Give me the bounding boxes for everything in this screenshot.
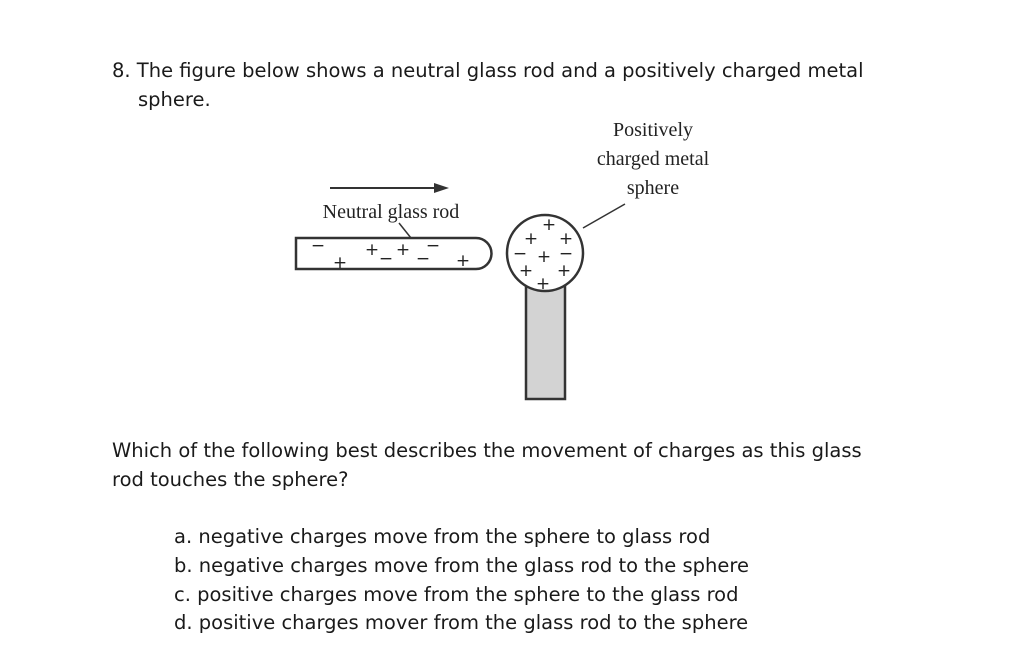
sphere-charge-plus: +	[542, 215, 556, 235]
rod-label: Neutral glass rod	[323, 201, 460, 223]
sphere-charge-plus: +	[557, 261, 571, 281]
question-stem-line-1: 8. The figure below shows a neutral glas…	[112, 59, 864, 82]
rod-charge-plus: +	[396, 240, 410, 260]
sphere-charge-plus: +	[524, 229, 538, 249]
sphere-charge-plus: +	[537, 247, 551, 267]
insulating-stand	[524, 280, 567, 401]
rod-charge-minus: −	[426, 236, 440, 256]
rod-charge-minus: −	[379, 249, 393, 269]
sphere-leader-line	[582, 203, 626, 229]
rod-charge-minus: −	[311, 236, 325, 256]
question-prompt-line-1: Which of the following best describes th…	[112, 439, 862, 462]
sphere-charge-plus: +	[559, 229, 573, 249]
movement-arrow	[330, 183, 449, 193]
answer-choice-a[interactable]: a. negative charges move from the sphere…	[174, 525, 711, 548]
rod-charge-plus: +	[456, 251, 470, 271]
rod-leader-line	[398, 222, 412, 239]
question-prompt-line-2: rod touches the sphere?	[112, 468, 349, 491]
answer-choice-d[interactable]: d. positive charges mover from the glass…	[174, 611, 749, 634]
glass-rod	[294, 236, 493, 271]
rod-charge-minus: −	[416, 249, 430, 269]
answer-choice-b[interactable]: b. negative charges move from the glass …	[174, 554, 749, 577]
sphere-label-line-3: sphere	[627, 177, 679, 199]
metal-sphere	[505, 213, 585, 293]
rod-charge-plus: +	[333, 253, 347, 273]
question-stem-line-2: sphere.	[138, 88, 211, 111]
sphere-charge-minus: −	[513, 244, 527, 264]
sphere-label-line-2: charged metal	[597, 148, 710, 170]
sphere-charge-plus: +	[519, 261, 533, 281]
sphere-label-line-1: Positively	[613, 119, 693, 141]
sphere-charge-plus: +	[536, 274, 550, 294]
sphere-charge-minus: −	[559, 244, 573, 264]
rod-charge-plus: +	[365, 240, 379, 260]
answer-choice-c[interactable]: c. positive charges move from the sphere…	[174, 583, 739, 606]
